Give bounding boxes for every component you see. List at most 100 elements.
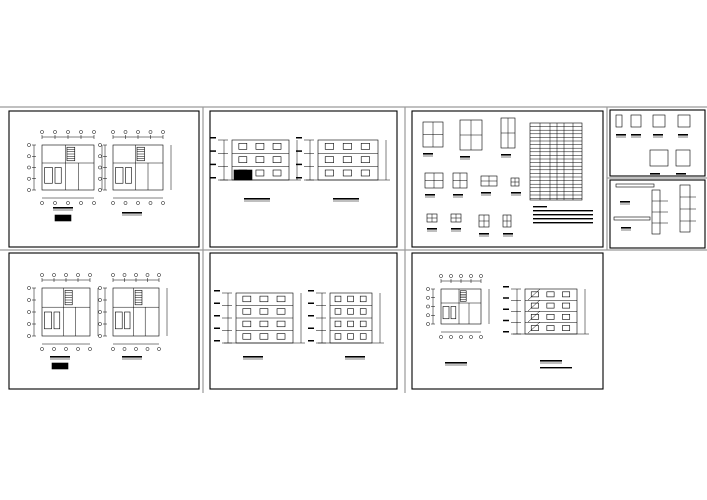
window — [342, 156, 352, 163]
grid-axis-bubble — [27, 188, 31, 192]
plan-outline — [112, 287, 160, 337]
grid-axis-bubble — [92, 201, 96, 205]
layout-separators — [0, 106, 707, 393]
window-label — [453, 194, 463, 196]
window — [546, 325, 555, 331]
grid-axis-bubble — [27, 322, 31, 326]
grid-axis-bubble — [145, 347, 150, 351]
wall-section — [679, 184, 691, 233]
grid-axis-bubble — [161, 130, 165, 134]
level-label — [308, 327, 314, 329]
plan-outline — [41, 287, 91, 337]
sheet-elevations-1 — [209, 110, 398, 248]
detail-drawing — [652, 114, 666, 128]
drawing-caption — [122, 212, 142, 214]
window — [360, 156, 370, 163]
plan-fixture — [125, 167, 132, 184]
detail-drawing — [649, 149, 669, 167]
window — [272, 169, 282, 177]
level-label — [214, 302, 220, 304]
window — [272, 156, 282, 163]
window — [324, 143, 334, 150]
window — [334, 308, 342, 315]
grid-axis-bubble — [27, 298, 31, 302]
drawing-caption — [345, 356, 365, 358]
detail-label — [676, 173, 686, 175]
stair-flight — [527, 321, 541, 334]
grid-axis-bubble — [98, 286, 102, 290]
plan-fixture — [450, 306, 457, 320]
grid-axis-bubble — [64, 347, 68, 351]
sheet-floor-plans-2 — [8, 252, 200, 390]
window — [562, 291, 571, 298]
grid-axis-bubble — [148, 130, 153, 134]
level-label — [296, 150, 302, 152]
grid-axis-bubble — [27, 310, 31, 314]
grid-axis-bubble — [98, 310, 102, 314]
detail-drawing — [630, 114, 642, 128]
level-label — [214, 340, 220, 342]
window — [347, 333, 354, 340]
level-label — [210, 177, 216, 179]
stair-flight — [527, 310, 541, 323]
plan-fixture — [124, 311, 131, 330]
detail-drawing — [615, 114, 623, 128]
level-label — [296, 137, 302, 139]
notes-block — [51, 362, 69, 370]
window — [562, 302, 571, 309]
level-label — [308, 340, 314, 342]
window — [334, 333, 342, 340]
grid-axis-bubble — [145, 273, 150, 277]
stair-flight — [527, 288, 541, 301]
sheet-frame — [411, 110, 604, 248]
window — [562, 314, 571, 320]
grid-axis-bubble — [40, 201, 44, 205]
drawing-caption — [620, 201, 630, 203]
grid-axis-bubble — [40, 347, 44, 351]
drawing-caption — [621, 227, 631, 229]
window — [255, 169, 265, 177]
level-label — [308, 302, 314, 304]
window — [546, 302, 555, 309]
sheet-frame — [609, 179, 706, 249]
grid-axis-bubble — [98, 322, 102, 326]
plan-fixture — [115, 311, 123, 330]
grid-axis-bubble — [459, 274, 463, 278]
grid-axis-bubble — [426, 287, 430, 291]
window — [359, 308, 367, 315]
level-label — [503, 331, 509, 333]
grid-axis-bubble — [449, 274, 453, 278]
window — [238, 143, 248, 150]
window — [334, 295, 342, 303]
drawing-caption — [243, 356, 263, 358]
parapet-detail — [613, 216, 651, 221]
grid-axis-bubble — [40, 273, 44, 277]
sheet-details-small-1 — [609, 109, 706, 177]
grid-axis-bubble — [111, 201, 115, 205]
grid-axis-bubble — [98, 165, 102, 170]
grid-axis-bubble — [479, 335, 483, 339]
grid-axis-bubble — [88, 273, 92, 277]
grid-axis-bubble — [98, 154, 102, 159]
window — [530, 314, 539, 320]
sheet-frame — [209, 252, 398, 390]
window — [259, 320, 269, 328]
drawing-sheets — [8, 109, 706, 390]
level-label — [296, 177, 302, 179]
detail-label — [616, 134, 626, 136]
grid-axis-bubble — [88, 347, 92, 351]
window-label — [423, 153, 433, 155]
window — [238, 156, 248, 163]
grid-axis-bubble — [111, 130, 115, 134]
window-label — [511, 192, 521, 194]
grid-axis-bubble — [98, 298, 102, 302]
grid-axis-bubble — [98, 143, 102, 147]
window — [342, 143, 352, 150]
grid-axis-bubble — [66, 130, 70, 134]
window — [359, 295, 367, 303]
sheet-roof-plan-section — [411, 252, 604, 390]
level-label — [210, 150, 216, 152]
plan-fixture — [115, 167, 124, 184]
grid-axis-bubble — [122, 273, 127, 277]
